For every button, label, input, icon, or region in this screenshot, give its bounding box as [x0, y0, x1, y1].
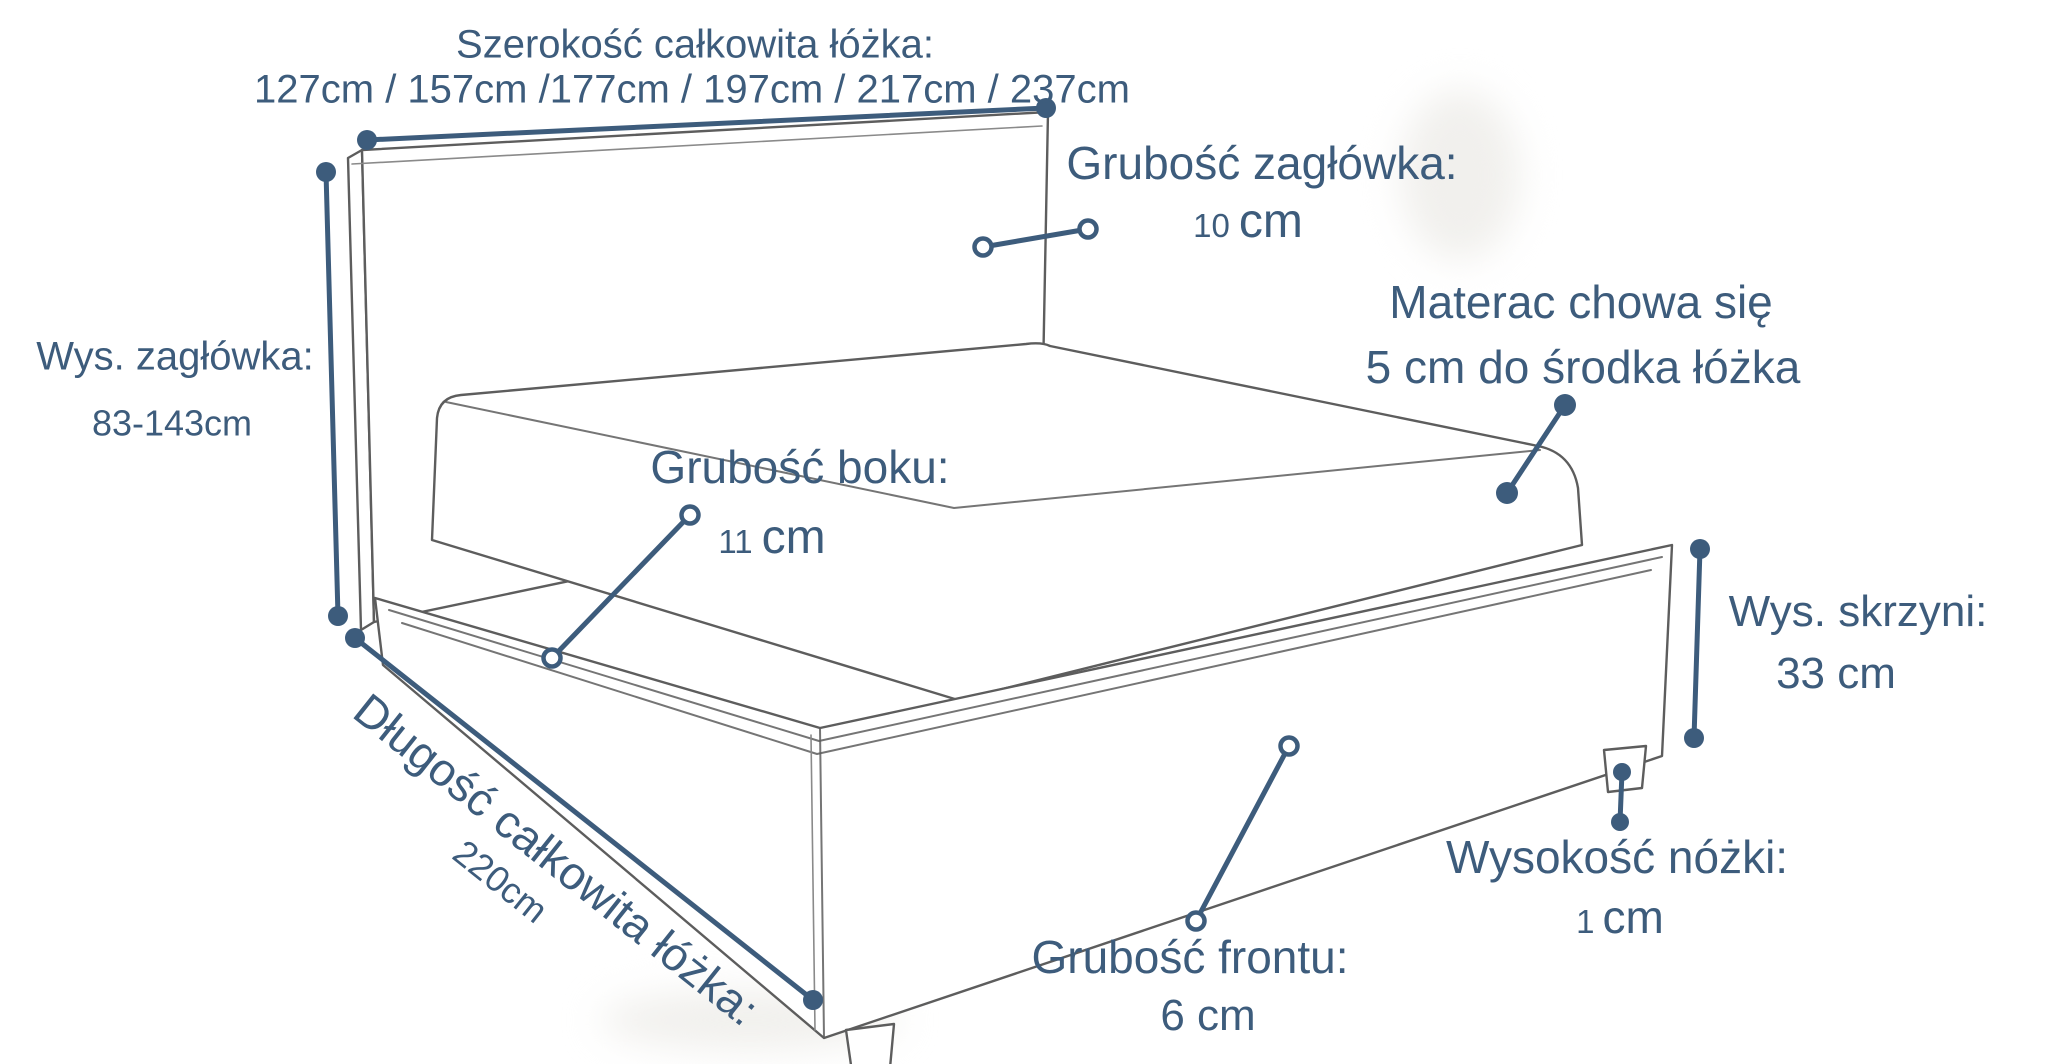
bed-leg-front — [844, 1022, 896, 1064]
mattress — [430, 342, 1584, 702]
label-mattress-inset-line1: Materac chowa się — [1389, 276, 1773, 329]
label-headboard-height-title: Wys. zagłówka: — [36, 334, 314, 379]
label-headboard-height-value: 83-143cm — [91, 402, 253, 444]
leader-headboard-thickness — [972, 218, 1099, 258]
box-rim-inner-line-1 — [388, 556, 1663, 742]
label-headboard-thickness-title: Grubość zagłówka: — [1066, 137, 1458, 190]
value-unit: cm — [1602, 891, 1664, 944]
label-leg-height-title: Wysokość nóżki: — [1445, 831, 1789, 884]
dimension-line-leg-height — [1611, 763, 1631, 831]
value-unit: cm — [761, 511, 826, 565]
mattress-top-edges — [445, 401, 1541, 509]
dimension-line-total-width — [357, 98, 1056, 150]
leader-front-thickness — [1185, 735, 1300, 932]
label-box-height-title: Wys. skrzyni: — [1728, 587, 1988, 637]
bed-illustration — [346, 110, 1674, 1064]
label-box-height-value: 33 cm — [1776, 649, 1896, 699]
label-side-thickness-title: Grubość boku: — [650, 441, 950, 494]
paper-smudge — [1400, 90, 1520, 260]
dimension-annotations — [316, 98, 1710, 1010]
headboard-top-inner-line — [351, 125, 1043, 165]
label-mattress-inset-line2: 5 cm do środka łóżka — [1365, 341, 1801, 394]
leader-mattress-inset — [1496, 394, 1576, 504]
value-number: 11 — [718, 523, 753, 561]
dimension-line-box-height — [1684, 539, 1710, 748]
label-front-thickness-value: 6 cm — [1160, 991, 1256, 1041]
box-corner-edge-inner — [810, 734, 816, 1031]
box-corner-edge — [819, 727, 825, 1039]
dimension-line-headboard-height — [316, 162, 348, 626]
leader-side-thickness — [541, 504, 701, 669]
label-total-width-title: Szerokość całkowita łóżka: — [456, 22, 934, 67]
box-rim-inner-line-2 — [401, 569, 1652, 755]
label-front-thickness-title: Grubość frontu: — [1031, 931, 1349, 984]
dimension-line-total-length — [345, 628, 823, 1010]
value-number: 1 — [1576, 903, 1595, 941]
value-unit: cm — [1238, 195, 1303, 249]
value-number: 10 — [1193, 207, 1230, 245]
label-total-width-values: 127cm / 157cm /177cm / 197cm / 217cm / 2… — [254, 67, 1130, 112]
